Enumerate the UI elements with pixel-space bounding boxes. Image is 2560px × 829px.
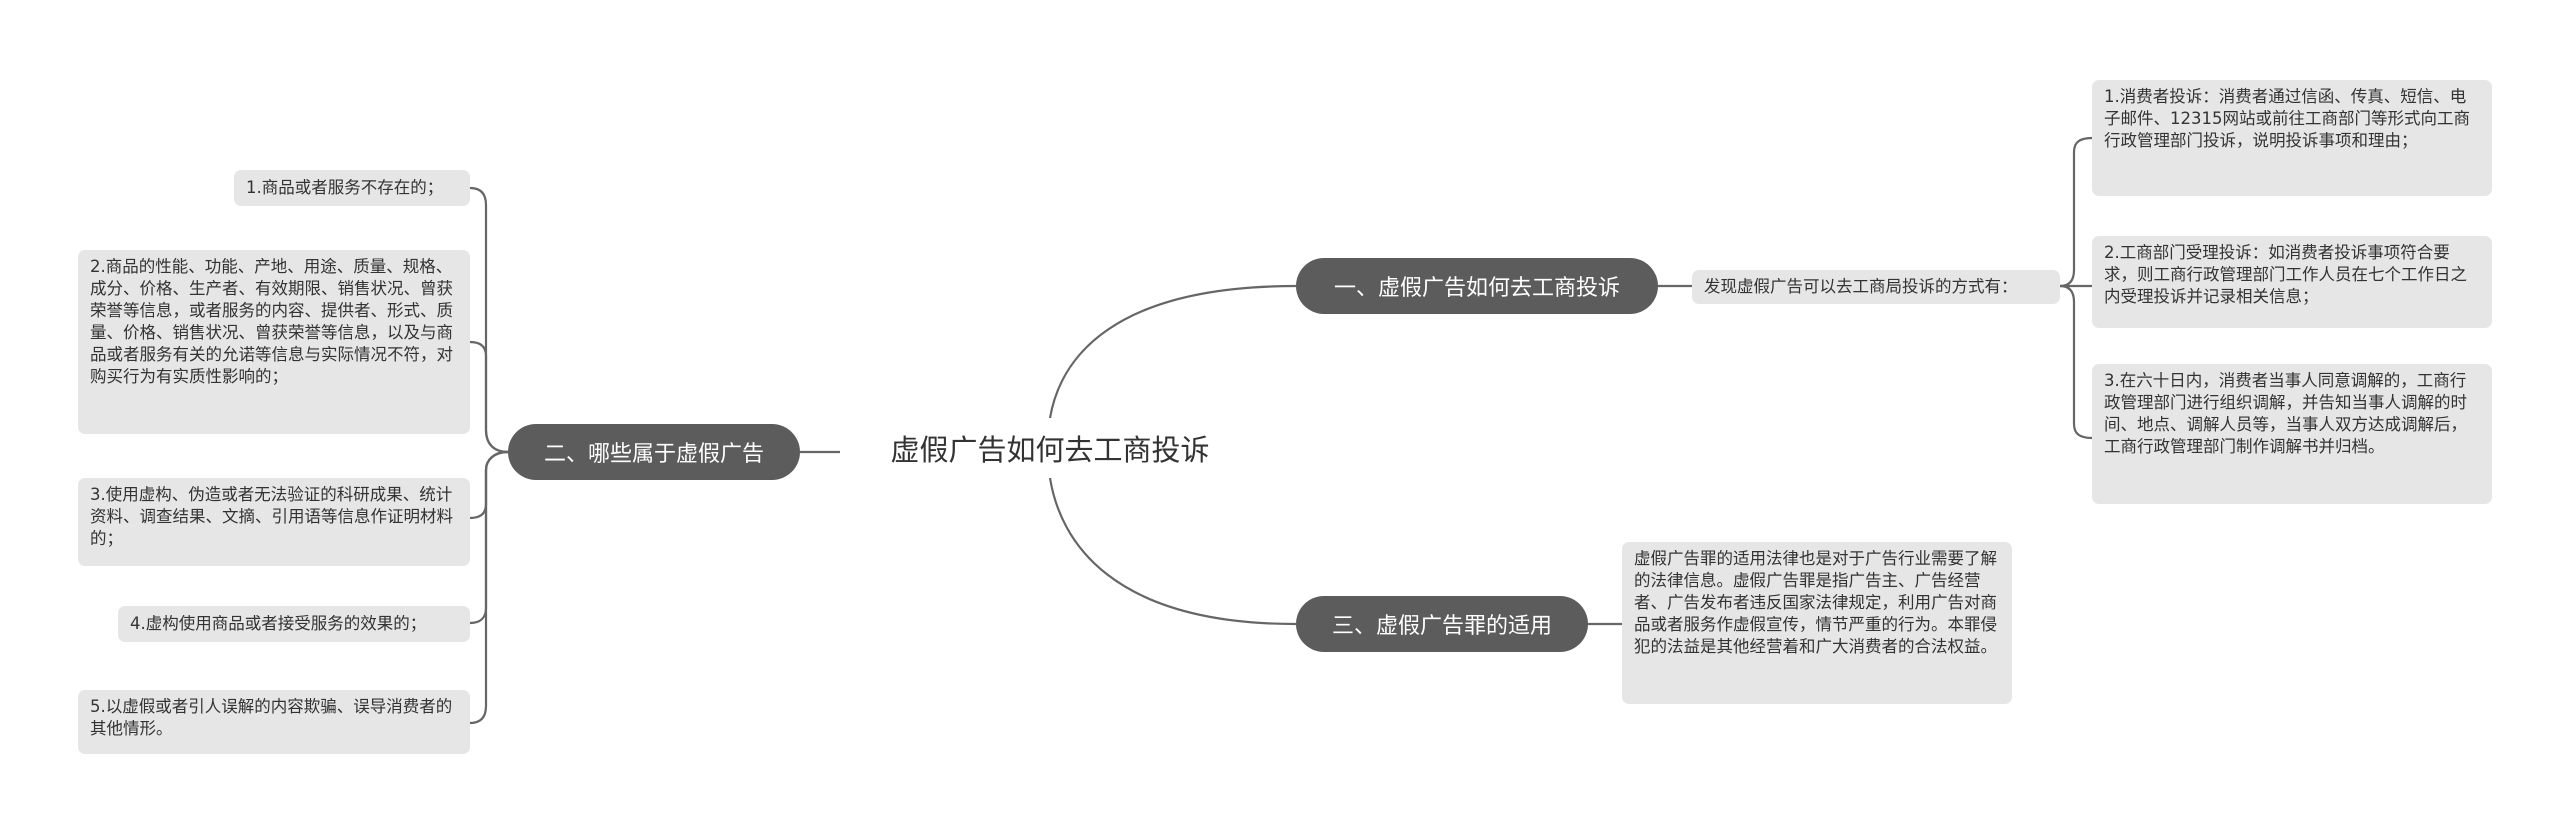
connector-root-to-branch-1 [1048,284,1297,419]
branch-3-item-1-text: 虚假广告罪的适用法律也是对于广告行业需要了解的法律信息。虚假广告罪是指广告主、广… [1634,549,1997,656]
connector-root-to-branch-3 [1048,477,1297,626]
branch-1-item-2-text: 2.工商部门受理投诉：如消费者投诉事项符合要求，则工商行政管理部门工作人员在七个… [2104,243,2467,306]
branch-2-item-2-text: 2.商品的性能、功能、产地、用途、质量、规格、成分、价格、生产者、有效期限、销售… [90,257,453,386]
branch-topic-3-label: 三、虚假广告罪的适用 [1331,614,1552,639]
branch-1-intro-text: 发现虚假广告可以去工商局投诉的方式有： [1704,277,2018,296]
branch-1-intro[interactable]: 发现虚假广告可以去工商局投诉的方式有： [1692,270,2060,304]
branch-1-item-2[interactable]: 2.工商部门受理投诉：如消费者投诉事项符合要求，则工商行政管理部门工作人员在七个… [2092,236,2492,328]
branch-1-item-3[interactable]: 3.在六十日内，消费者当事人同意调解的，工商行政管理部门进行组织调解，并告知当事… [2092,364,2492,504]
branch-topic-2[interactable]: 二、哪些属于虚假广告 [508,424,800,480]
branch-2-item-2[interactable]: 2.商品的性能、功能、产地、用途、质量、规格、成分、价格、生产者、有效期限、销售… [78,250,470,434]
branch-1-item-1[interactable]: 1.消费者投诉：消费者通过信函、传真、短信、电子邮件、12315网站或前往工商部… [2092,80,2492,196]
branch-2-item-3-text: 3.使用虚构、伪造或者无法验证的科研成果、统计资料、调查结果、文摘、引用语等信息… [90,485,453,548]
branch-topic-2-label: 二、哪些属于虚假广告 [543,442,764,467]
connector-intro-bracket [2059,136,2093,288]
connector-branch-2-to-leaf-2 [469,340,509,454]
branch-2-item-3[interactable]: 3.使用虚构、伪造或者无法验证的科研成果、统计资料、调查结果、文摘、引用语等信息… [78,478,470,566]
branch-topic-1-label: 一、虚假广告如何去工商投诉 [1333,276,1620,301]
root-topic[interactable]: 虚假广告如何去工商投诉 [890,433,1210,467]
branch-2-item-1[interactable]: 1.商品或者服务不存在的； [234,170,470,206]
connector-intro-bracket-lower [2059,284,2093,440]
branch-2-item-1-text: 1.商品或者服务不存在的； [246,178,444,197]
branch-1-item-3-text: 3.在六十日内，消费者当事人同意调解的，工商行政管理部门进行组织调解，并告知当事… [2104,371,2467,456]
branch-2-item-4-text: 4.虚构使用商品或者接受服务的效果的； [130,614,427,633]
connector-branch-2-to-leaf-4 [469,450,509,625]
branch-2-item-4[interactable]: 4.虚构使用商品或者接受服务的效果的； [118,606,470,642]
branch-3-item-1[interactable]: 虚假广告罪的适用法律也是对于广告行业需要了解的法律信息。虚假广告罪是指广告主、广… [1622,542,2012,704]
branch-2-item-5[interactable]: 5.以虚假或者引人误解的内容欺骗、误导消费者的其他情形。 [78,690,470,754]
connector-branch-2-bracket-bottom [469,450,509,725]
branch-topic-1[interactable]: 一、虚假广告如何去工商投诉 [1296,258,1658,314]
branch-topic-3[interactable]: 三、虚假广告罪的适用 [1296,596,1588,652]
connector-branch-2-bracket-top [469,186,509,454]
branch-1-item-1-text: 1.消费者投诉：消费者通过信函、传真、短信、电子邮件、12315网站或前往工商部… [2104,87,2470,150]
branch-2-item-5-text: 5.以虚假或者引人误解的内容欺骗、误导消费者的其他情形。 [90,697,453,738]
